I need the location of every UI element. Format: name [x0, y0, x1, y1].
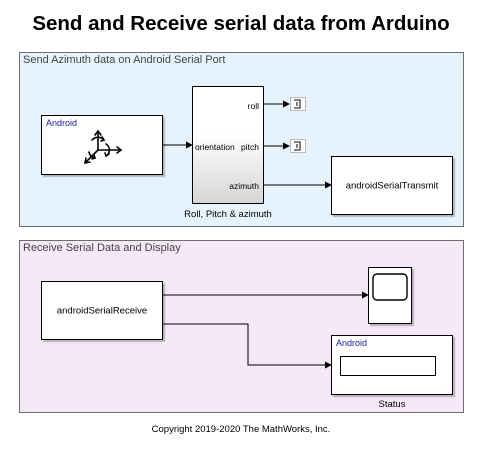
status-caption: Status: [378, 399, 406, 410]
port-azimuth: azimuth: [229, 181, 259, 191]
scope-icon: [372, 273, 408, 301]
status-mask-label: Android: [336, 338, 368, 348]
android-mask-label: Android: [46, 118, 78, 128]
page-title: Send and Receive serial data from Arduin…: [32, 12, 450, 35]
port-roll: roll: [247, 101, 259, 111]
status-display-block[interactable]: Android: [331, 335, 453, 395]
android-orientation-block[interactable]: Android: [41, 115, 163, 175]
receive-label: androidSerialReceive: [56, 305, 148, 316]
terminator-icon[interactable]: [290, 97, 306, 111]
display-field-icon: [340, 356, 436, 376]
port-orientation: orientation: [195, 142, 235, 152]
transmit-label: androidSerialTransmit: [345, 180, 439, 191]
android-serial-receive-block[interactable]: androidSerialReceive: [41, 281, 163, 340]
area-receive-title: Receive Serial Data and Display: [23, 242, 181, 254]
signal-to-status: [163, 323, 332, 369]
roll-pitch-azimuth-caption: Roll, Pitch & azimuth: [184, 209, 272, 220]
scope-block[interactable]: [368, 267, 412, 324]
port-pitch: pitch: [241, 142, 259, 152]
roll-pitch-azimuth-block[interactable]: roll orientation pitch azimuth: [192, 86, 264, 204]
copyright-text: Copyright 2019-2020 The MathWorks, Inc.: [151, 424, 331, 435]
area-send-title: Send Azimuth data on Android Serial Port: [23, 54, 226, 66]
terminator-icon[interactable]: [290, 139, 306, 153]
orientation-axes-icon: [83, 129, 123, 165]
